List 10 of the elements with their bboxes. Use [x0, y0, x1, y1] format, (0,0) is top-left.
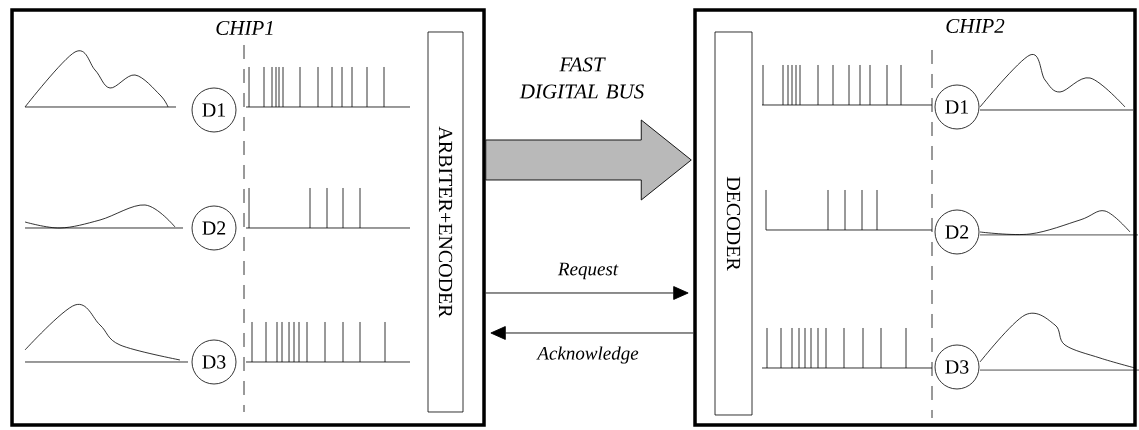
chip-label: CHIP1	[216, 20, 273, 36]
chip-label: CHIP2	[946, 18, 1005, 34]
arrow	[485, 286, 689, 300]
bus-arrow	[485, 119, 692, 201]
vertical-box: ARBITER+ENCODER	[427, 31, 464, 413]
edge-label: Request	[556, 261, 620, 281]
arrow	[490, 326, 694, 340]
vertical-box: DECODER	[714, 31, 753, 416]
edge-label: FAST DIGITAL BUS	[519, 57, 644, 99]
edge-label: Acknowledge	[536, 345, 640, 365]
